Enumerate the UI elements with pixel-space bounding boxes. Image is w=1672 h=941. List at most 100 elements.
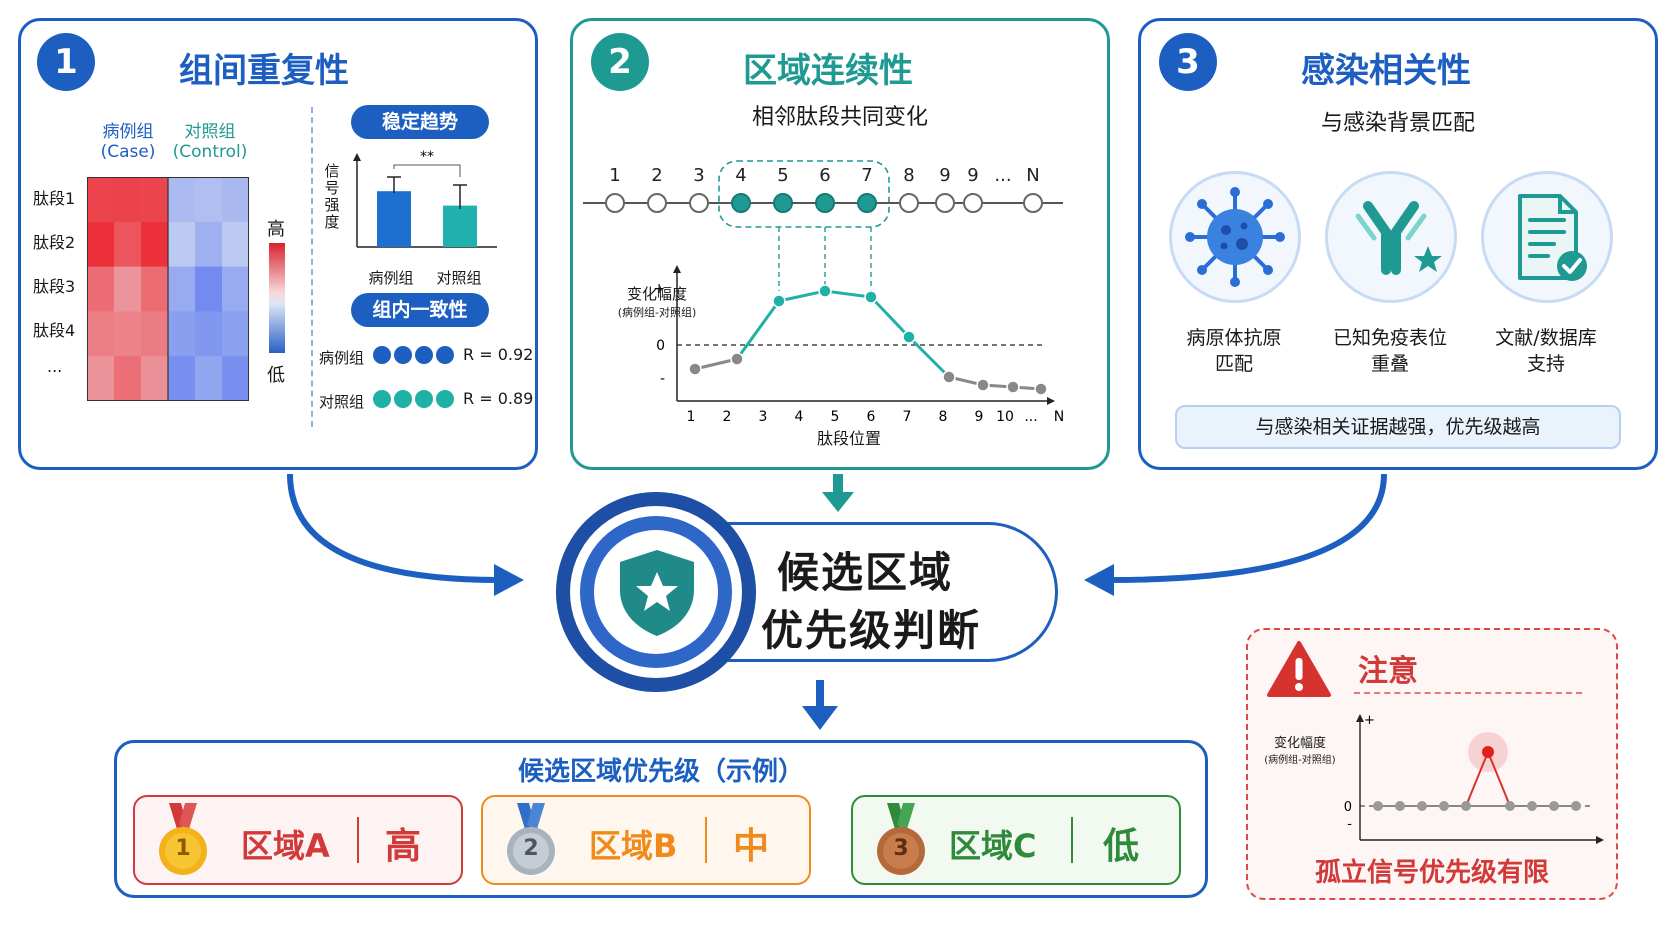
region-name: 区域B: [589, 827, 678, 865]
warning-triangle-icon: [1267, 641, 1331, 697]
arrow-head-3: [1084, 564, 1114, 596]
evidence-line: 已知免疫表位: [1332, 327, 1447, 349]
x-tick-label: 4: [795, 409, 804, 425]
panel-title: 感染相关性: [1301, 51, 1471, 91]
x-tick-label: 10: [996, 409, 1014, 425]
axis-char: 号: [324, 179, 340, 197]
step-number-3: 3: [1159, 33, 1217, 91]
region-name: 区域C: [949, 827, 1037, 865]
heatmap-cell: [168, 356, 196, 401]
baseline-point: [688, 362, 702, 376]
peptide-index-label: 5: [777, 165, 788, 186]
evidence-item-label: 文献/数据库 支持: [1461, 325, 1631, 377]
panel-subtitle: 相邻肽段共同变化: [751, 105, 928, 130]
heatmap-cell: [141, 356, 169, 401]
evidence-footer: 与感染相关证据越强，优先级越高: [1175, 405, 1621, 449]
panel-title: 组间重复性: [179, 51, 349, 91]
heatmap-cell: [87, 356, 115, 401]
peptide-node: [1023, 193, 1043, 213]
virus-icon-circle: [1169, 171, 1301, 303]
decision-line-1: 候选区域: [777, 548, 954, 597]
heatmap-cell: [195, 177, 223, 223]
flat-point: [1571, 801, 1581, 811]
heatmap-cell: [87, 311, 115, 357]
heatmap-cell: [114, 266, 142, 312]
flat-point: [1549, 801, 1559, 811]
arrow-head-1: [494, 564, 524, 596]
virus-icon: [1185, 187, 1285, 287]
priority-level: 高: [385, 826, 422, 867]
warning-y-label: 变化幅度 (病例组-对照组): [1252, 732, 1348, 766]
x-tick-label: 6: [867, 409, 876, 425]
row-label: 肽段3: [33, 277, 76, 296]
antibody-icon-circle: [1325, 171, 1457, 303]
signal-point: [772, 294, 786, 308]
axis-char: 信: [324, 162, 340, 180]
bar-label: 对照组: [436, 269, 482, 287]
baseline-point: [1006, 380, 1020, 394]
region-name: 区域A: [241, 827, 330, 865]
highlighted-peptide-node: [731, 193, 751, 213]
peptide-index-label: 6: [819, 165, 830, 186]
x-tick-label: 5: [831, 409, 840, 425]
document-icon-circle: [1481, 171, 1613, 303]
heatmap-cell: [141, 311, 169, 357]
y-label-sub: (病例组-对照组): [617, 306, 697, 319]
divider: [311, 107, 313, 427]
card-divider: [357, 817, 359, 863]
heatmap-cell: [222, 311, 249, 357]
decision-line-2: 优先级判断: [761, 606, 982, 655]
bar-chart: **: [353, 149, 497, 248]
arrow-from-panel3: [1109, 473, 1387, 583]
silver-medal-icon: [507, 803, 555, 875]
infection-relevance-panel: 3 感染相关性 与感染背景匹配: [1138, 18, 1658, 470]
bar-label: 病例组: [368, 269, 414, 287]
baseline-point: [976, 378, 990, 392]
priority-level: 低: [1103, 826, 1140, 867]
case-column-label: 病例组 (Case): [93, 117, 163, 162]
control-dots: [373, 390, 454, 408]
control-sub-label: (Control): [172, 142, 248, 162]
evidence-item-label: 病原体抗原 匹配: [1149, 325, 1319, 377]
control-label: 对照组: [184, 122, 236, 142]
highlighted-peptide-node: [815, 193, 835, 213]
case-label: 病例组: [102, 122, 154, 142]
medal-number: 3: [893, 836, 909, 861]
panel-subtitle: 与感染背景匹配: [1320, 111, 1475, 136]
warning-title: 注意: [1358, 654, 1418, 689]
peptide-index-label: 4: [735, 165, 746, 186]
case-correlation: R = 0.92: [463, 345, 534, 364]
scale-low-label: 低: [267, 365, 285, 386]
heatmap-cell: [168, 311, 196, 357]
row-label: 肽段2: [33, 233, 76, 252]
priority-examples-panel: 候选区域优先级（示例） 1 区域A 高 2 区域B 中 3 区域C 低: [114, 740, 1208, 898]
medal-number: 2: [523, 836, 539, 861]
heatmap-cell: [222, 266, 249, 312]
peptide-index-label: 1: [609, 165, 620, 186]
antibody-icon: [1355, 201, 1442, 275]
signal-point: [864, 290, 878, 304]
priority-title: 候选区域优先级（示例）: [517, 757, 804, 787]
axis-char: 度: [324, 213, 340, 231]
heatmap-cell: [168, 221, 196, 268]
case-sub-label: (Case): [100, 142, 156, 162]
heatmap-cell: [114, 221, 142, 268]
baseline-line: [694, 357, 738, 371]
peptide-index-label: 8: [903, 165, 914, 186]
y-tick-label: +: [653, 281, 665, 297]
baseline-point: [730, 352, 744, 366]
peptide-node: [935, 193, 955, 213]
signal-point: [818, 284, 832, 298]
x-tick-label: 2: [723, 409, 732, 425]
baseline-line: [948, 375, 1042, 391]
signal-intensity-axis-label: 信 号 强 度: [323, 163, 341, 231]
baseline-point: [1034, 382, 1048, 396]
control-bar: [443, 205, 477, 247]
heatmap-cell: [222, 177, 249, 223]
peptide-index-label: 9: [939, 165, 950, 186]
flat-point: [1439, 801, 1449, 811]
flat-point: [1395, 801, 1405, 811]
